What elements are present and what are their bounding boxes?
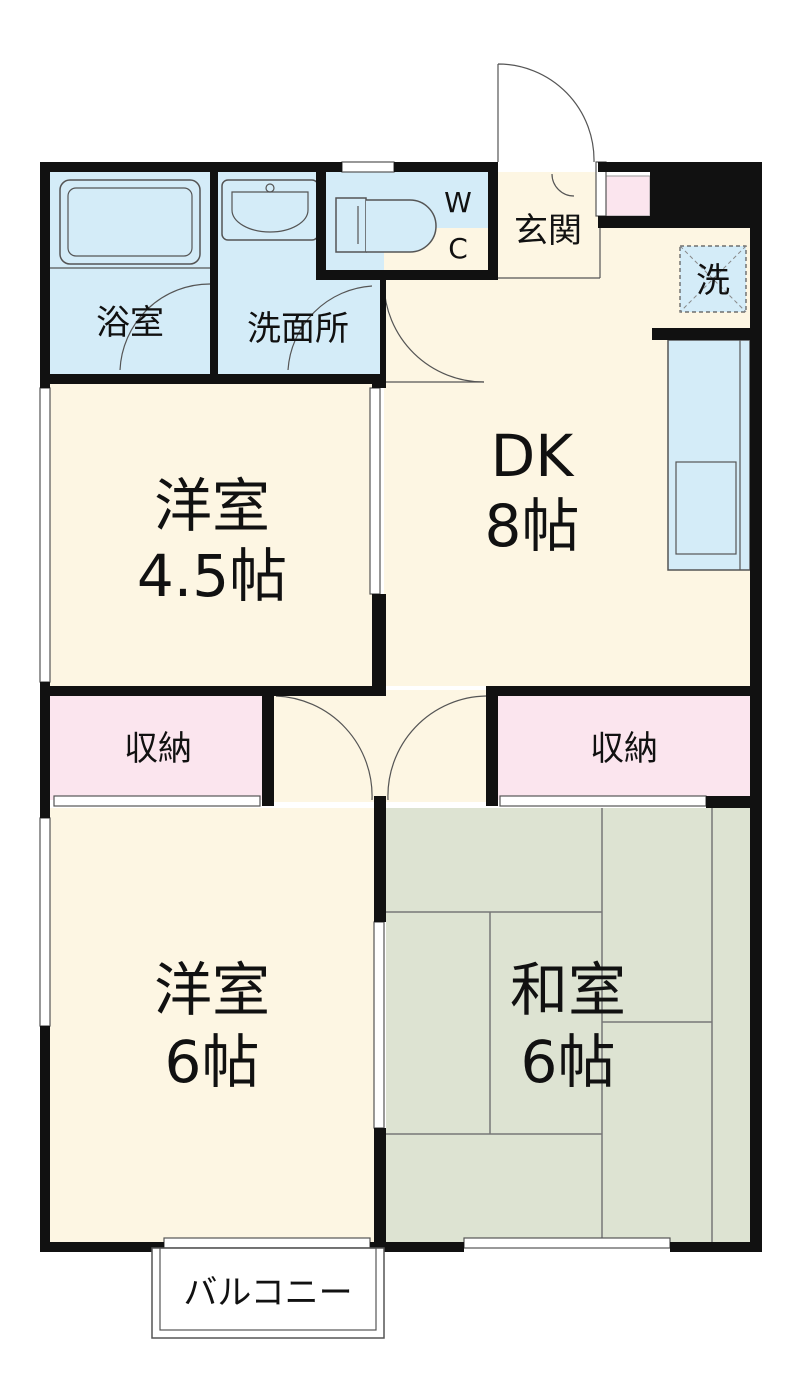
room-labels: 浴室 洗面所 W C 玄関 洗 DK 8帖 洋室 4.5帖 収納 収納 洋室 6… xyxy=(96,186,730,1313)
western1-floor xyxy=(50,384,376,686)
japanese-size: 6帖 xyxy=(521,1028,616,1096)
japanese-floor xyxy=(386,808,752,1244)
japanese-name: 和室 xyxy=(510,956,626,1024)
washroom-label: 洗面所 xyxy=(247,309,349,349)
balcony-label: バルコニー xyxy=(183,1273,352,1313)
dk-size: 8帖 xyxy=(485,492,580,560)
wc-label-c: C xyxy=(448,232,468,265)
western1-size: 4.5帖 xyxy=(137,542,287,610)
bathtub xyxy=(59,179,201,265)
hall-floor xyxy=(272,690,488,802)
western2-name: 洋室 xyxy=(154,956,270,1024)
entrance-floor xyxy=(498,172,600,278)
western1-name: 洋室 xyxy=(154,472,270,540)
tatami-lines xyxy=(386,808,713,1244)
closet-entrance xyxy=(605,175,651,217)
fixtures xyxy=(50,63,751,801)
storage-left-label: 収納 xyxy=(124,729,192,769)
bath-label: 浴室 xyxy=(96,303,164,343)
western2-size: 6帖 xyxy=(165,1028,260,1096)
washbasin xyxy=(221,179,319,241)
walls xyxy=(40,162,762,1252)
washer-label: 洗 xyxy=(696,261,730,301)
storage-right-label: 収納 xyxy=(590,729,658,769)
western2-floor xyxy=(50,808,376,1244)
kitchen-counter xyxy=(667,339,751,571)
entrance-label: 玄関 xyxy=(514,211,582,251)
dk-name: DK xyxy=(491,422,576,490)
storage-left-floor xyxy=(50,696,262,800)
wc-label-w: W xyxy=(444,186,472,219)
storage-right-floor xyxy=(496,696,752,800)
toilet xyxy=(335,197,367,253)
balcony xyxy=(151,1247,385,1339)
